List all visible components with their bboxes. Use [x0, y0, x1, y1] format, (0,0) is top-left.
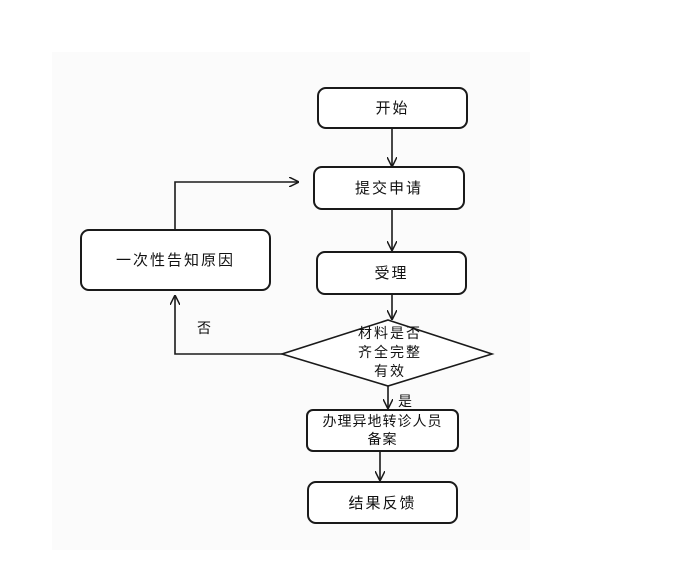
- yes-branch-label: 是: [398, 394, 414, 410]
- start-node: 开始: [317, 87, 468, 129]
- arrow-notify-to-submit: [174, 182, 298, 229]
- decision-label-line-2: 齐全完整: [358, 345, 422, 361]
- decision-label-line-3: 有效: [374, 364, 406, 380]
- arrow-decision-to-notify: [175, 296, 282, 355]
- decision-label-line-1: 材料是否: [358, 326, 422, 342]
- transfer-record-node: 办理异地转诊人员 备案: [306, 409, 459, 452]
- transfer-record-line-1: 办理异地转诊人员: [322, 413, 443, 430]
- submit-application-node: 提交申请: [313, 166, 465, 210]
- no-branch-label: 否: [197, 321, 213, 337]
- notify-reason-node: 一次性告知原因: [80, 229, 271, 291]
- decision-label: 材料是否 齐全完整 有效: [330, 325, 450, 382]
- accept-node: 受理: [316, 251, 467, 295]
- transfer-record-line-2: 备案: [367, 431, 398, 448]
- page-background: [52, 52, 530, 550]
- result-feedback-node: 结果反馈: [307, 481, 458, 524]
